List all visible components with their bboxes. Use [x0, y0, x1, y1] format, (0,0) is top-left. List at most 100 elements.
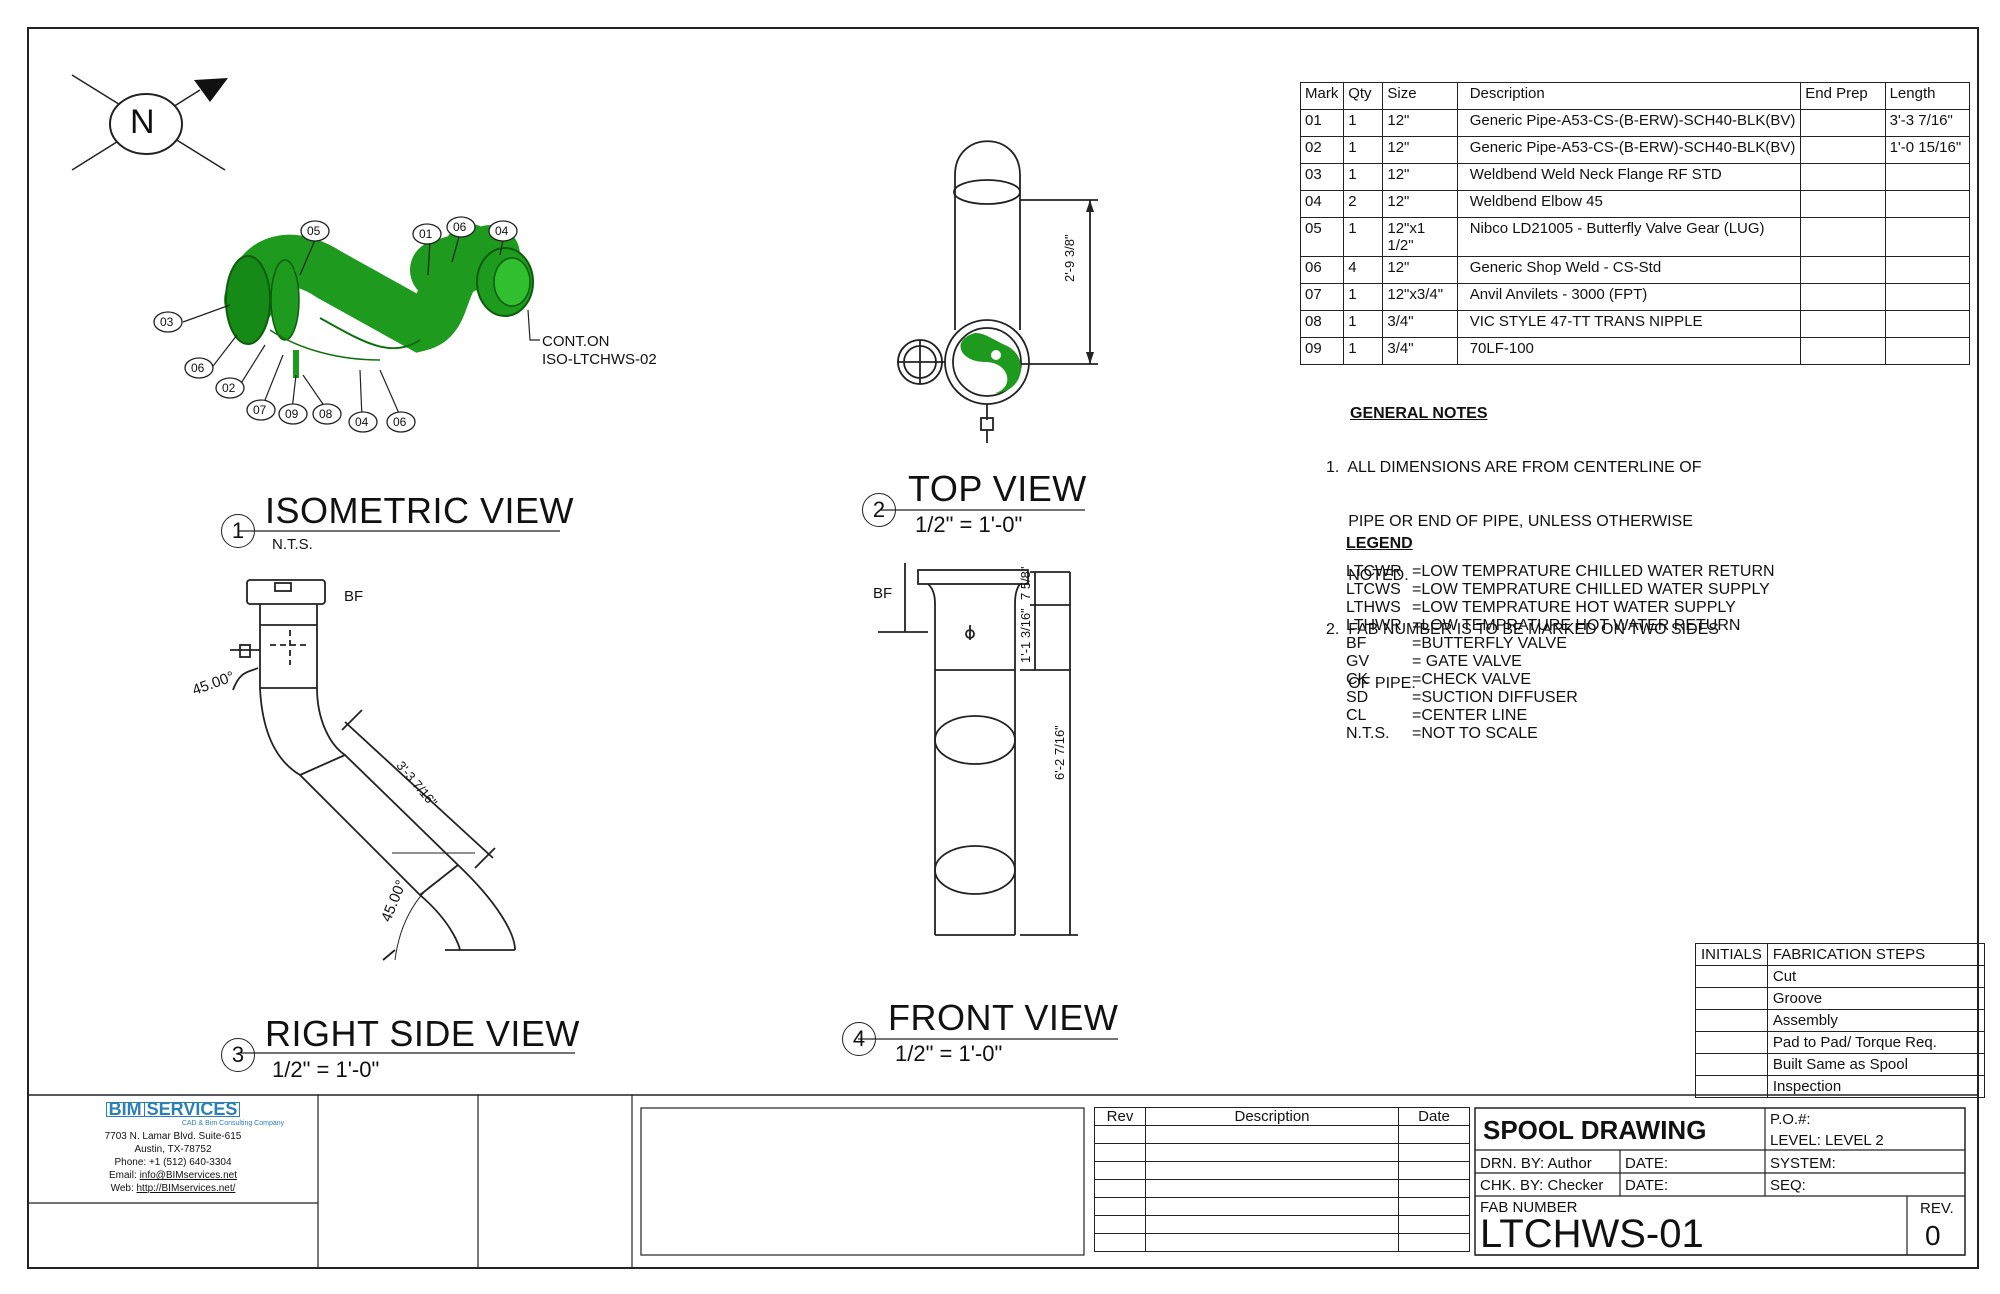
legend-key: CK	[1346, 671, 1369, 688]
company-email-line: Email: info@BIMservices.net	[28, 1169, 318, 1182]
iso-tag: 07	[253, 403, 267, 417]
iso-tag: 06	[453, 220, 467, 234]
dim-front-c: 6'-2 7/16"	[1052, 725, 1067, 780]
bom-header: Qty	[1343, 82, 1384, 110]
bom-cell: 12"	[1382, 190, 1458, 218]
general-notes: GENERAL NOTES	[1350, 405, 1488, 423]
rev-row	[1094, 1143, 1470, 1162]
company-email-link[interactable]: info@BIMservices.net	[139, 1170, 237, 1181]
right-view-pipe	[230, 579, 516, 961]
legend-key: BF	[1346, 635, 1367, 652]
bom-cell: 08	[1299, 310, 1345, 338]
legend-value: =NOT TO SCALE	[1412, 725, 1538, 742]
bom-cell	[1884, 310, 1971, 338]
fab-step: Groove	[1766, 987, 1986, 1010]
po-number: P.O.#:	[1770, 1111, 1811, 1128]
tb-notes-box	[640, 1107, 1085, 1256]
bom-cell	[1800, 310, 1886, 338]
rev-value: 0	[1925, 1220, 1941, 1251]
bf-label-right: BF	[344, 588, 364, 605]
fab-initials-cell[interactable]	[1695, 1009, 1768, 1032]
legend-value: =LOW TEMPRATURE HOT WATER SUPPLY	[1412, 599, 1736, 616]
bom-cell: 1	[1343, 337, 1384, 365]
fab-initials-cell[interactable]	[1695, 965, 1768, 988]
company-web-link[interactable]: http://BIMservices.net/	[136, 1183, 236, 1194]
fab-initials-cell[interactable]	[1695, 1075, 1768, 1098]
iso-tag: 04	[495, 224, 509, 238]
fab-row: Pad to Pad/ Torque Req.	[1695, 1031, 1986, 1054]
note-line: PIPE OR END OF PIPE, UNLESS OTHERWISE	[1326, 513, 1693, 530]
fab-initials-cell[interactable]	[1695, 987, 1768, 1010]
bom-cell	[1800, 163, 1886, 191]
rev-cell	[1094, 1161, 1146, 1180]
note-line: 1. ALL DIMENSIONS ARE FROM CENTERLINE OF	[1326, 459, 1702, 476]
cont-line-2: ISO-LTCHWS-02	[542, 351, 657, 368]
bom-cell: 05	[1299, 217, 1345, 257]
rev-cell	[1398, 1233, 1470, 1252]
iso-tag: 09	[285, 407, 299, 421]
view-number-right: 3	[221, 1038, 255, 1072]
bom-cell: 12"	[1382, 136, 1458, 164]
legend-value: =LOW TEMPRATURE CHILLED WATER RETURN	[1412, 563, 1775, 580]
top-dim-arrows	[1086, 200, 1094, 364]
bom-cell: 12"	[1382, 109, 1458, 137]
note-line: 2. FAB NUMBER IS TO BE MARKED ON TWO SID…	[1326, 621, 1719, 638]
legend-key: LTCWR	[1346, 563, 1402, 580]
bf-label-front: BF	[873, 585, 893, 602]
view-number-front: 4	[842, 1022, 876, 1056]
bom-cell: 1	[1343, 136, 1384, 164]
bom-cell: 1	[1343, 109, 1384, 137]
web-label: Web:	[110, 1183, 137, 1194]
rev-cell	[1094, 1233, 1146, 1252]
view-scale-iso: N.T.S.	[272, 536, 313, 553]
rev-cell	[1398, 1125, 1470, 1144]
fab-row: Built Same as Spool	[1695, 1053, 1986, 1076]
legend-row: GV= GATE VALVE	[1346, 653, 1775, 671]
bom-cell: 1'-0 15/16"	[1884, 136, 1971, 164]
rev-cell	[1398, 1197, 1470, 1216]
fab-step: Pad to Pad/ Torque Req.	[1766, 1031, 1986, 1054]
company-address-2: Austin, TX-78752	[134, 1144, 212, 1155]
bom-cell: 02	[1299, 136, 1345, 164]
bom-cell: 1	[1343, 217, 1384, 257]
dim-front-b: 1'-1 3/16"	[1018, 608, 1033, 663]
bom-cell: Generic Shop Weld - CS-Std	[1456, 256, 1802, 284]
iso-tag: 06	[393, 415, 407, 429]
legend-row: LTCWR =LOW TEMPRATURE CHILLED WATER RETUR…	[1346, 563, 1775, 581]
rev-cell	[1145, 1161, 1399, 1180]
bom-cell: 2	[1343, 190, 1384, 218]
dim-front-a: 7 5/8"	[1018, 566, 1033, 600]
rev-cell	[1145, 1179, 1399, 1198]
bom-cell: 3'-3 7/16"	[1884, 109, 1971, 137]
rev-cell	[1094, 1197, 1146, 1216]
bom-header: End Prep	[1800, 82, 1886, 110]
logo-text-b: SERVICES	[143, 1100, 240, 1118]
view-title-iso: ISOMETRIC VIEW	[265, 490, 575, 531]
bill-of-materials: Mark Qty Size Description End Prep Lengt…	[1299, 82, 1971, 365]
bom-cell: 1	[1343, 310, 1384, 338]
fab-initials-cell[interactable]	[1695, 1031, 1768, 1054]
rev-cell	[1145, 1143, 1399, 1162]
cont-line-1: CONT.ON	[542, 333, 610, 350]
north-arrow	[71, 74, 228, 171]
rev-cell	[1398, 1161, 1470, 1180]
bom-cell	[1884, 337, 1971, 365]
company-tagline: CAD & Bim Consulting Company	[181, 1120, 285, 1127]
fab-row: Groove	[1695, 987, 1986, 1010]
bom-cell: 3/4"	[1382, 337, 1458, 365]
legend-value: =BUTTERFLY VALVE	[1412, 635, 1567, 652]
note-line: NOTED.	[1326, 567, 1409, 584]
bom-header: Length	[1884, 82, 1971, 110]
view-scale-front: 1/2" = 1'-0"	[895, 1041, 1003, 1066]
notes-title: GENERAL NOTES	[1350, 405, 1488, 422]
fab-initials-cell[interactable]	[1695, 1053, 1768, 1076]
bom-cell	[1884, 283, 1971, 311]
iso-tag: 05	[307, 224, 321, 238]
bom-cell	[1800, 190, 1886, 218]
bom-cell: 70LF-100	[1456, 337, 1802, 365]
